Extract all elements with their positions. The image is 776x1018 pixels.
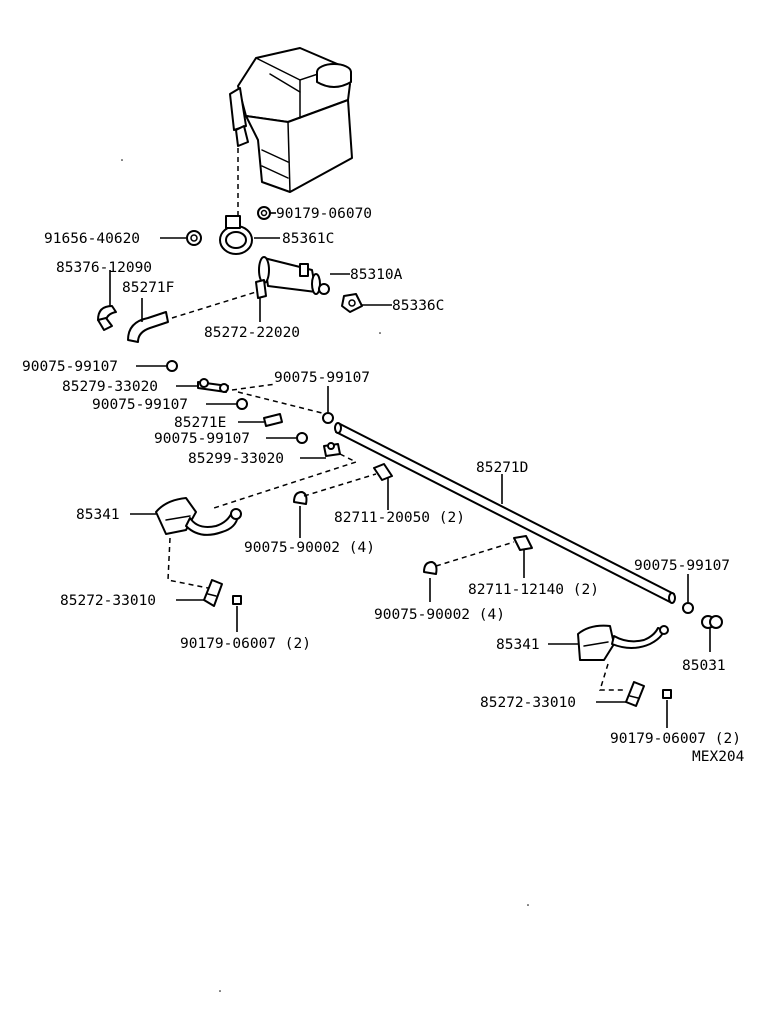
cap-90075-99107-b[interactable] xyxy=(236,398,248,410)
label-85271F: 85271F xyxy=(122,280,174,296)
label-85272-22020: 85272-22020 xyxy=(204,325,300,341)
label-90075-99107-b: 90075-99107 xyxy=(92,397,188,413)
scan-speck xyxy=(121,159,123,161)
nozzle-85031[interactable] xyxy=(701,615,723,629)
washer-tank[interactable] xyxy=(229,47,353,193)
joint-85279-33020[interactable] xyxy=(197,378,229,393)
scan-speck xyxy=(527,904,529,906)
nozzle-85341-left[interactable] xyxy=(155,497,242,536)
label-85341-left: 85341 xyxy=(76,507,120,523)
hose-85271F[interactable] xyxy=(127,311,169,343)
label-85341-right: 85341 xyxy=(496,637,540,653)
label-90179-06007-left: 90179-06007 (2) xyxy=(180,636,311,652)
clamp-82711-12140[interactable] xyxy=(513,535,533,551)
nut-90179-06007-left[interactable] xyxy=(232,595,242,605)
bolt-90179-06070[interactable] xyxy=(257,206,271,220)
clip-85272-33010-left[interactable] xyxy=(203,579,223,607)
label-85271E: 85271E xyxy=(174,415,226,431)
label-85031: 85031 xyxy=(682,658,726,674)
scan-speck xyxy=(379,332,381,334)
pump-clamp-85361C[interactable] xyxy=(219,215,253,255)
clamp-82711-20050[interactable] xyxy=(373,463,393,481)
joint-85299-33020[interactable] xyxy=(323,442,341,457)
scan-speck xyxy=(219,990,221,992)
label-85271D: 85271D xyxy=(476,460,528,476)
grommet-91656-40620[interactable] xyxy=(186,230,202,246)
cap-90075-99107-e[interactable] xyxy=(682,602,694,614)
label-90179-06007-right: 90179-06007 (2) xyxy=(610,731,741,747)
nozzle-85341-right[interactable] xyxy=(577,624,669,661)
hose-85271E[interactable] xyxy=(263,413,283,427)
nut-90179-06007-right[interactable] xyxy=(662,689,672,699)
cap-90075-99107-d[interactable] xyxy=(296,432,308,444)
label-85361C: 85361C xyxy=(282,231,334,247)
label-82711-20050: 82711-20050 (2) xyxy=(334,510,465,526)
washer-pump-85310A[interactable] xyxy=(258,256,330,295)
label-85376-12090: 85376-12090 xyxy=(56,260,152,276)
clip-90075-90002-right[interactable] xyxy=(423,561,438,575)
label-90075-99107-a: 90075-99107 xyxy=(22,359,118,375)
label-85310A: 85310A xyxy=(350,267,403,283)
cap-90075-99107-a[interactable] xyxy=(166,360,178,372)
pipe-85271D[interactable] xyxy=(334,422,676,604)
clip-90075-90002-left[interactable] xyxy=(293,491,308,505)
label-90075-99107-e: 90075-99107 xyxy=(634,558,730,574)
clip-85272-33010-right[interactable] xyxy=(625,681,645,707)
label-85299-33020: 85299-33020 xyxy=(188,451,284,467)
label-85272-33010-right: 85272-33010 xyxy=(480,695,576,711)
label-85279-33020: 85279-33020 xyxy=(62,379,158,395)
grommet-85336C[interactable] xyxy=(341,293,363,313)
diagram-code: MEX204 xyxy=(692,749,745,765)
label-90075-99107-d: 90075-99107 xyxy=(154,431,250,447)
label-90075-90002-left: 90075-90002 (4) xyxy=(244,540,375,556)
label-82711-12140: 82711-12140 (2) xyxy=(468,582,599,598)
label-90075-99107-c: 90075-99107 xyxy=(274,370,370,386)
clip-85272-22020[interactable] xyxy=(255,279,267,299)
label-85272-33010-left: 85272-33010 xyxy=(60,593,156,609)
label-90179-06070: 90179-06070 xyxy=(276,206,372,222)
label-91656-40620: 91656-40620 xyxy=(44,231,140,247)
cap-90075-99107-c[interactable] xyxy=(322,412,334,424)
label-85336C: 85336C xyxy=(392,298,444,314)
label-90075-90002-right: 90075-90002 (4) xyxy=(374,607,505,623)
elbow-85376-12090[interactable] xyxy=(97,305,117,331)
